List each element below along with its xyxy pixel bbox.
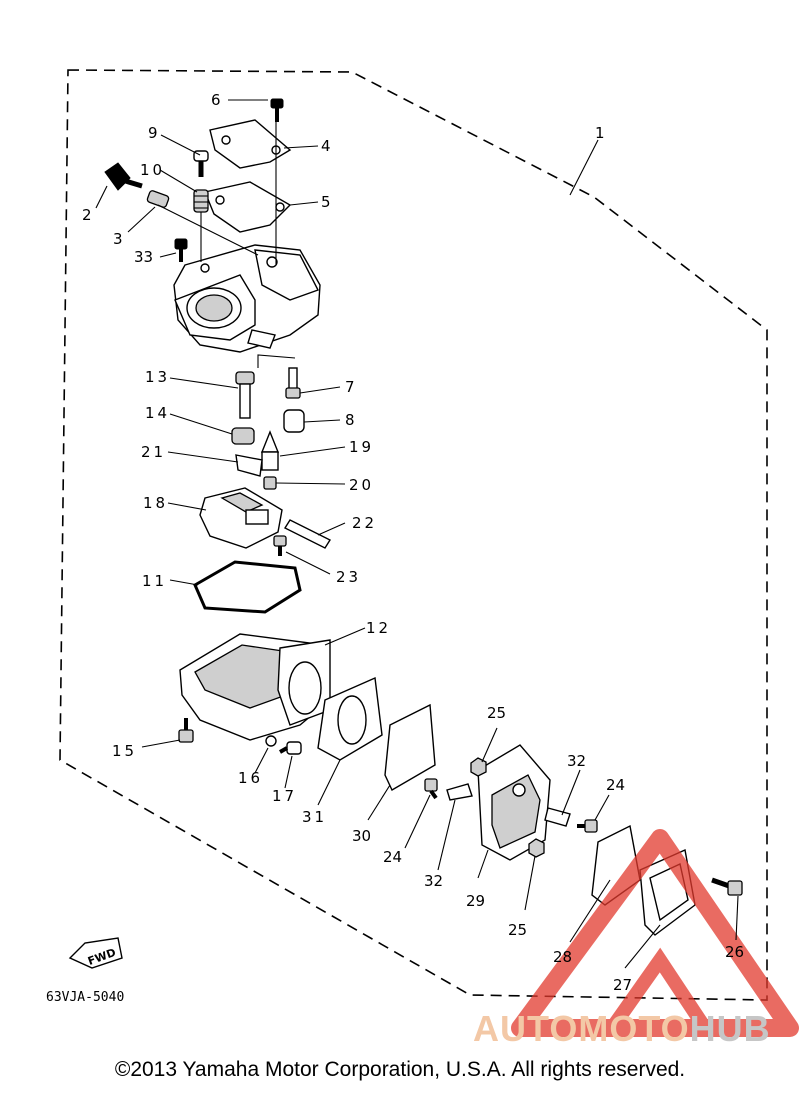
part-24-screw-right: [577, 819, 598, 833]
part-17-screw: [279, 741, 302, 755]
part-2-pilot-screw: [104, 162, 143, 191]
callout-14: 14: [145, 404, 170, 422]
part-32-valve-right: [544, 807, 571, 827]
callout-20: 20: [349, 476, 374, 494]
callout-5: 5: [321, 193, 331, 211]
part-26-screw: [711, 877, 743, 896]
part-27-pump-cover: [639, 848, 696, 936]
part-16-washer: [265, 735, 277, 747]
callout-27: 27: [613, 976, 632, 994]
callout-24-left: 24: [383, 848, 402, 866]
callout-8: 8: [345, 411, 355, 429]
part-12-float-chamber: [179, 633, 331, 741]
part-23-screw: [273, 535, 287, 556]
part-5-gasket: [204, 181, 292, 233]
callout-30: 30: [352, 827, 371, 845]
callout-9: 9: [148, 124, 158, 142]
callout-31: 31: [302, 808, 327, 826]
part-30-gasket: [384, 703, 436, 791]
part-33-screw: [174, 238, 188, 262]
part-21-clip: [235, 454, 263, 477]
part-9-screw: [193, 150, 209, 177]
callout-26: 26: [725, 943, 744, 961]
leader-lines: [95, 99, 739, 969]
part-25-nut-upper: [470, 757, 487, 777]
part-6-screw: [270, 98, 284, 122]
carburetor-body: [173, 244, 321, 353]
callout-17: 17: [272, 787, 297, 805]
part-8-plug: [283, 409, 305, 433]
part-24-screw-left: [424, 778, 438, 800]
watermark-logo: [511, 829, 799, 1037]
watermark-text: AUTOMOTOHUB: [473, 1008, 771, 1050]
diagram-code: 63VJA-5040: [46, 990, 125, 1005]
watermark-text-b: HUB: [689, 1008, 771, 1049]
callout-2: 2: [82, 206, 92, 224]
callout-28: 28: [553, 948, 572, 966]
callout-25-lower: 25: [508, 921, 527, 939]
callout-16: 16: [238, 769, 263, 787]
watermark-text-a: AUTOMOTO: [473, 1008, 690, 1049]
part-10-spring: [193, 189, 209, 213]
part-25-nut-lower: [528, 838, 545, 858]
callout-15: 15: [112, 742, 137, 760]
part-18-float: [199, 487, 283, 549]
part-4-cover-plate: [209, 119, 292, 169]
part-31-gasket-hole: [337, 695, 367, 745]
part-29-fuel-pump: [477, 744, 551, 861]
part-20-screw: [263, 476, 277, 490]
callout-1: 1: [595, 124, 605, 142]
part-13-main-nozzle: [235, 371, 255, 419]
assembly-boundary: [59, 69, 768, 1001]
callout-24-right: 24: [606, 776, 625, 794]
callout-32-right: 32: [567, 752, 586, 770]
fwd-arrow-icon: FWD: [68, 937, 123, 969]
callout-numbers: 1 2 3 4 5 6 7 8 9 10 11 12 13 14 15 16 1…: [82, 91, 744, 994]
callout-22: 22: [352, 514, 377, 532]
callout-32-left: 32: [424, 872, 443, 890]
callout-21: 21: [141, 443, 166, 461]
callout-13: 13: [145, 368, 170, 386]
part-11-gasket: [193, 560, 302, 614]
part-22-float-pin: [283, 519, 332, 549]
callout-4: 4: [321, 137, 331, 155]
part-19-needle-valve: [260, 430, 280, 471]
callout-33: 33: [134, 248, 153, 266]
callout-19: 19: [349, 438, 374, 456]
part-15-drain-screw: [178, 718, 194, 743]
copyright-notice: ©2013 Yamaha Motor Corporation, U.S.A. A…: [114, 1058, 686, 1081]
callout-7: 7: [345, 378, 355, 396]
part-14-main-jet: [231, 427, 255, 445]
callout-12: 12: [366, 619, 391, 637]
callout-6: 6: [211, 91, 221, 109]
callout-29: 29: [466, 892, 485, 910]
callout-10: 10: [140, 161, 165, 179]
callout-3: 3: [113, 230, 123, 248]
callout-11: 11: [142, 572, 167, 590]
callout-18: 18: [143, 494, 168, 512]
callout-23: 23: [336, 568, 361, 586]
callout-25-upper: 25: [487, 704, 506, 722]
part-32-valve-left: [446, 783, 473, 801]
part-3-spring: [146, 190, 170, 208]
part-7-pilot-jet: [285, 367, 301, 399]
